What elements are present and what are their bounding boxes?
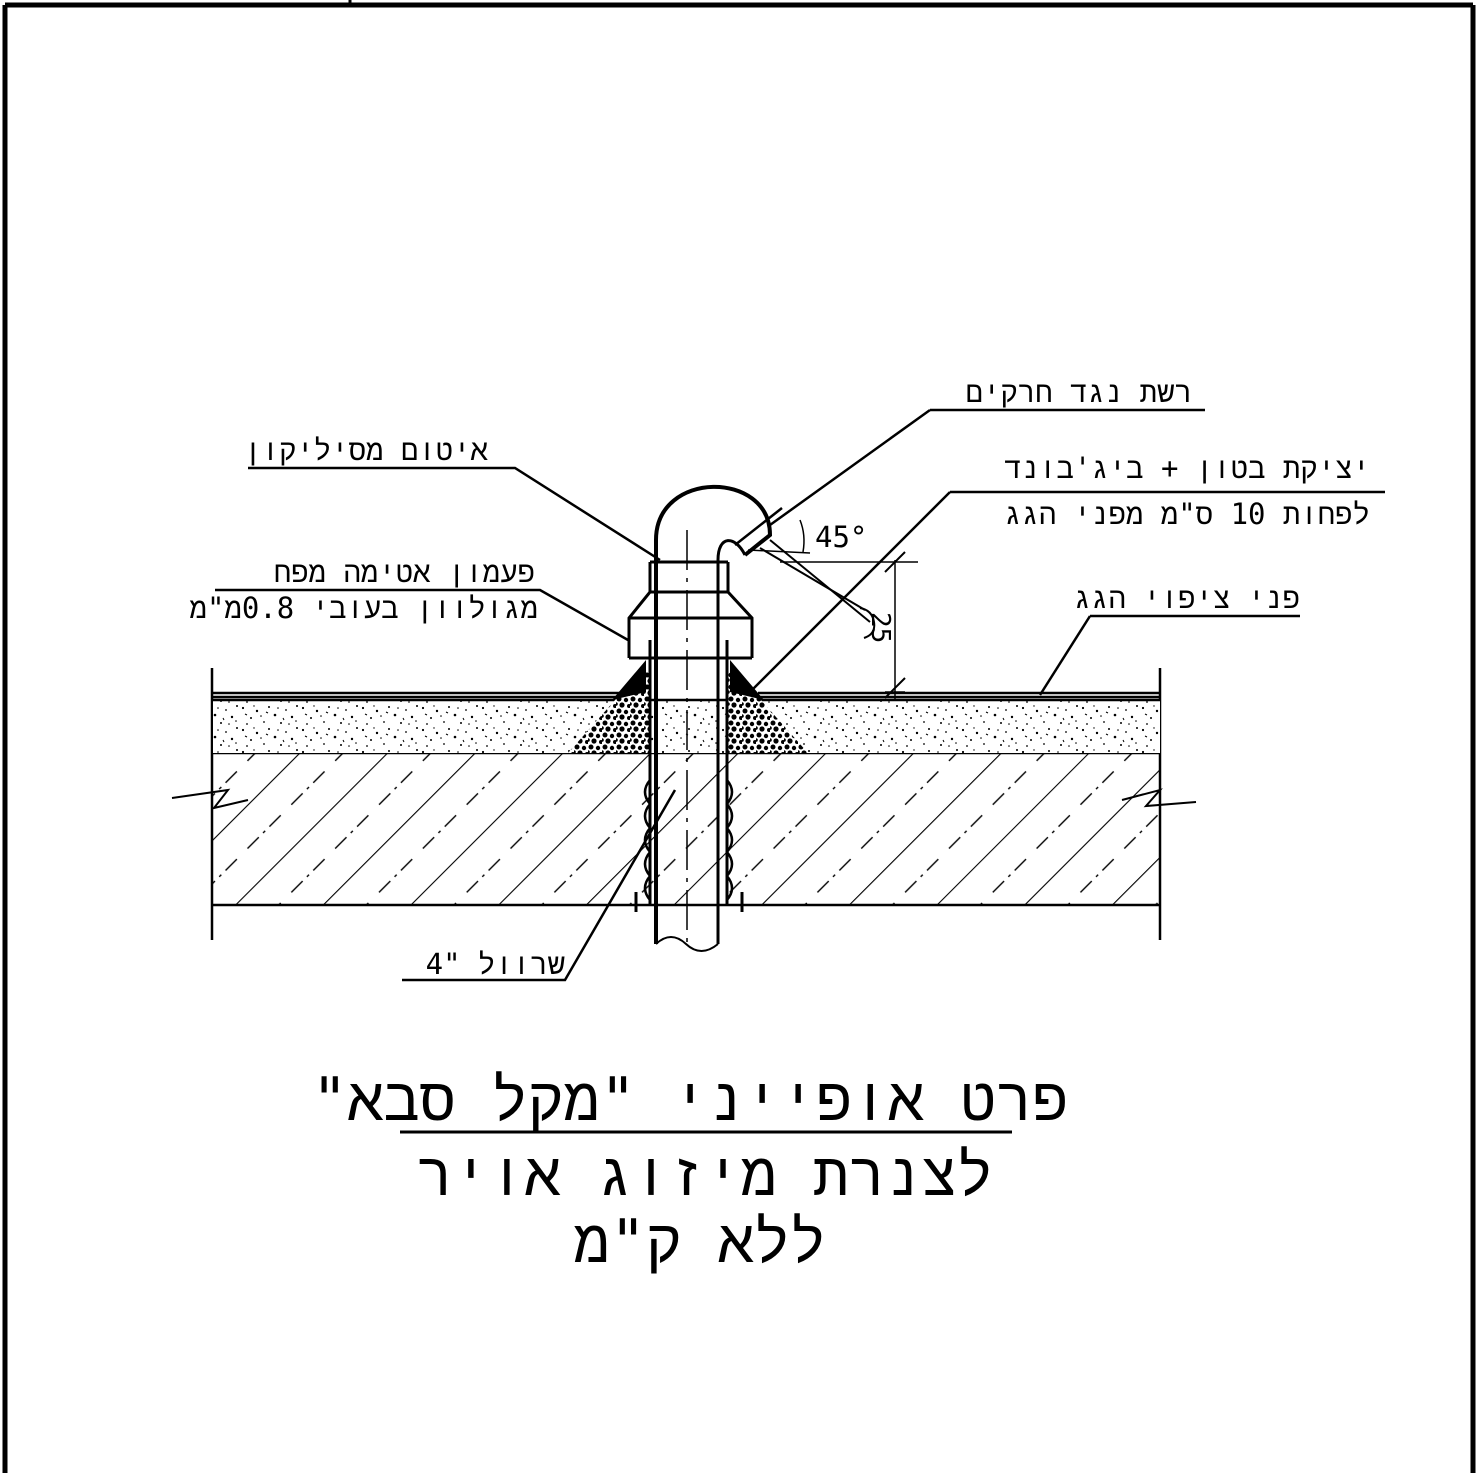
dimension-label: 25 bbox=[865, 612, 895, 643]
title-block: פרט אופייני "מקל סבא" לצנרת מיזוג אויר ל… bbox=[312, 1065, 1069, 1277]
label-insect-mesh: רשת נגד חרקים bbox=[966, 375, 1192, 409]
label-bell-line1: פעמון אטימה מפח bbox=[274, 555, 535, 589]
angle-label: 45° bbox=[815, 520, 867, 554]
label-silicone-seal: איטום מסיליקון bbox=[244, 433, 488, 467]
angle-indicator: 45° bbox=[747, 519, 867, 554]
insect-mesh bbox=[734, 507, 876, 639]
gravel-fill bbox=[568, 660, 808, 753]
title-line1: פרט אופייני "מקל סבא" bbox=[312, 1065, 1069, 1135]
label-concrete-casting-line2: לפחות 10 ס"מ מפני הגג bbox=[1004, 497, 1370, 531]
title-line2: לצנרת מיזוג אויר bbox=[417, 1140, 993, 1210]
roof-covering bbox=[213, 691, 1160, 699]
height-dimension: 25 bbox=[780, 551, 918, 700]
annotations: רשת נגד חרקים איטום מסיליקון יציקת בטון … bbox=[190, 375, 1370, 981]
title-line3: ללא ק"מ bbox=[574, 1207, 826, 1277]
leader-lines bbox=[215, 408, 1385, 982]
break-lines bbox=[171, 788, 1197, 810]
label-sleeve: שרוול "4 bbox=[426, 947, 565, 981]
sealing-bell bbox=[627, 560, 754, 660]
label-bell-line2: מגולוון בעובי 0.8מ"מ bbox=[190, 591, 538, 625]
label-concrete-casting-line1: יציקת בטון + ביג'בונד bbox=[1004, 451, 1370, 485]
label-roof-surface: פני ציפוי הגג bbox=[1074, 581, 1300, 615]
